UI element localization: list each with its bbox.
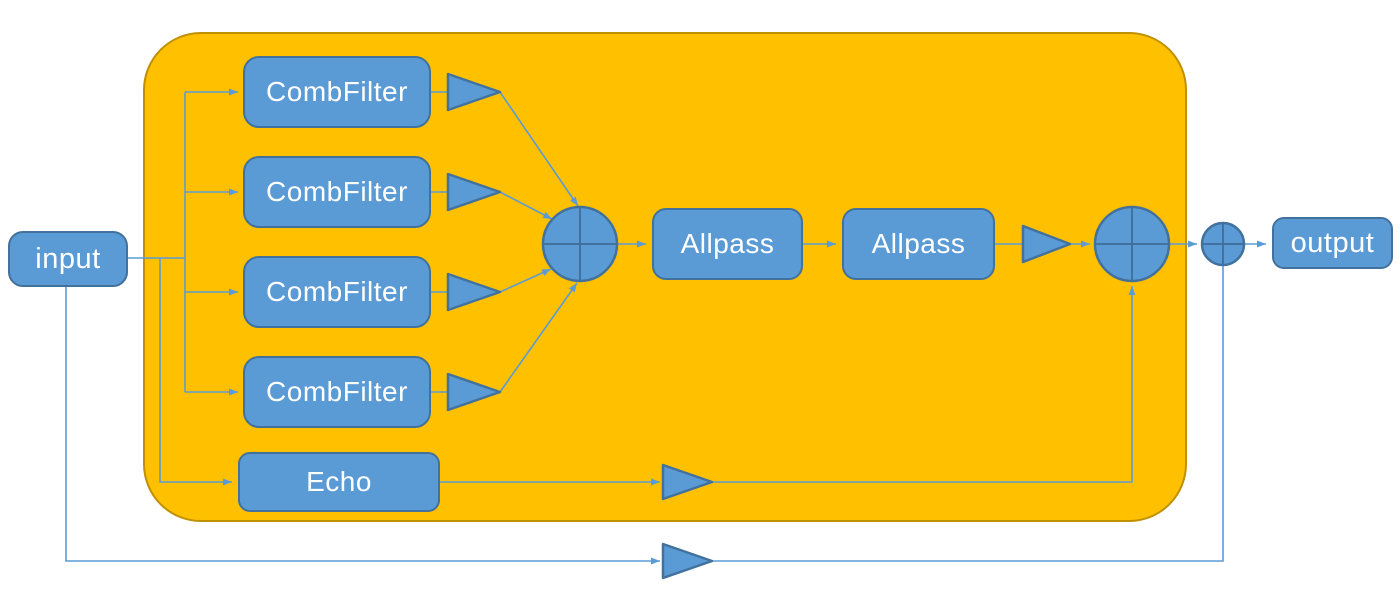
comb-filter-2-node: CombFilter [243, 156, 431, 228]
comb-filter-3-node: CombFilter [243, 256, 431, 328]
output-node: output [1272, 217, 1393, 269]
gain-triangle-bypass-icon [661, 542, 714, 580]
allpass-1-node: Allpass [652, 208, 803, 280]
comb-filter-4-node: CombFilter [243, 356, 431, 428]
allpass-2-node: Allpass [842, 208, 995, 280]
echo-node: Echo [238, 452, 440, 512]
input-node: input [8, 231, 128, 287]
comb-filter-1-node: CombFilter [243, 56, 431, 128]
sum-junction-output-icon [1200, 221, 1246, 267]
